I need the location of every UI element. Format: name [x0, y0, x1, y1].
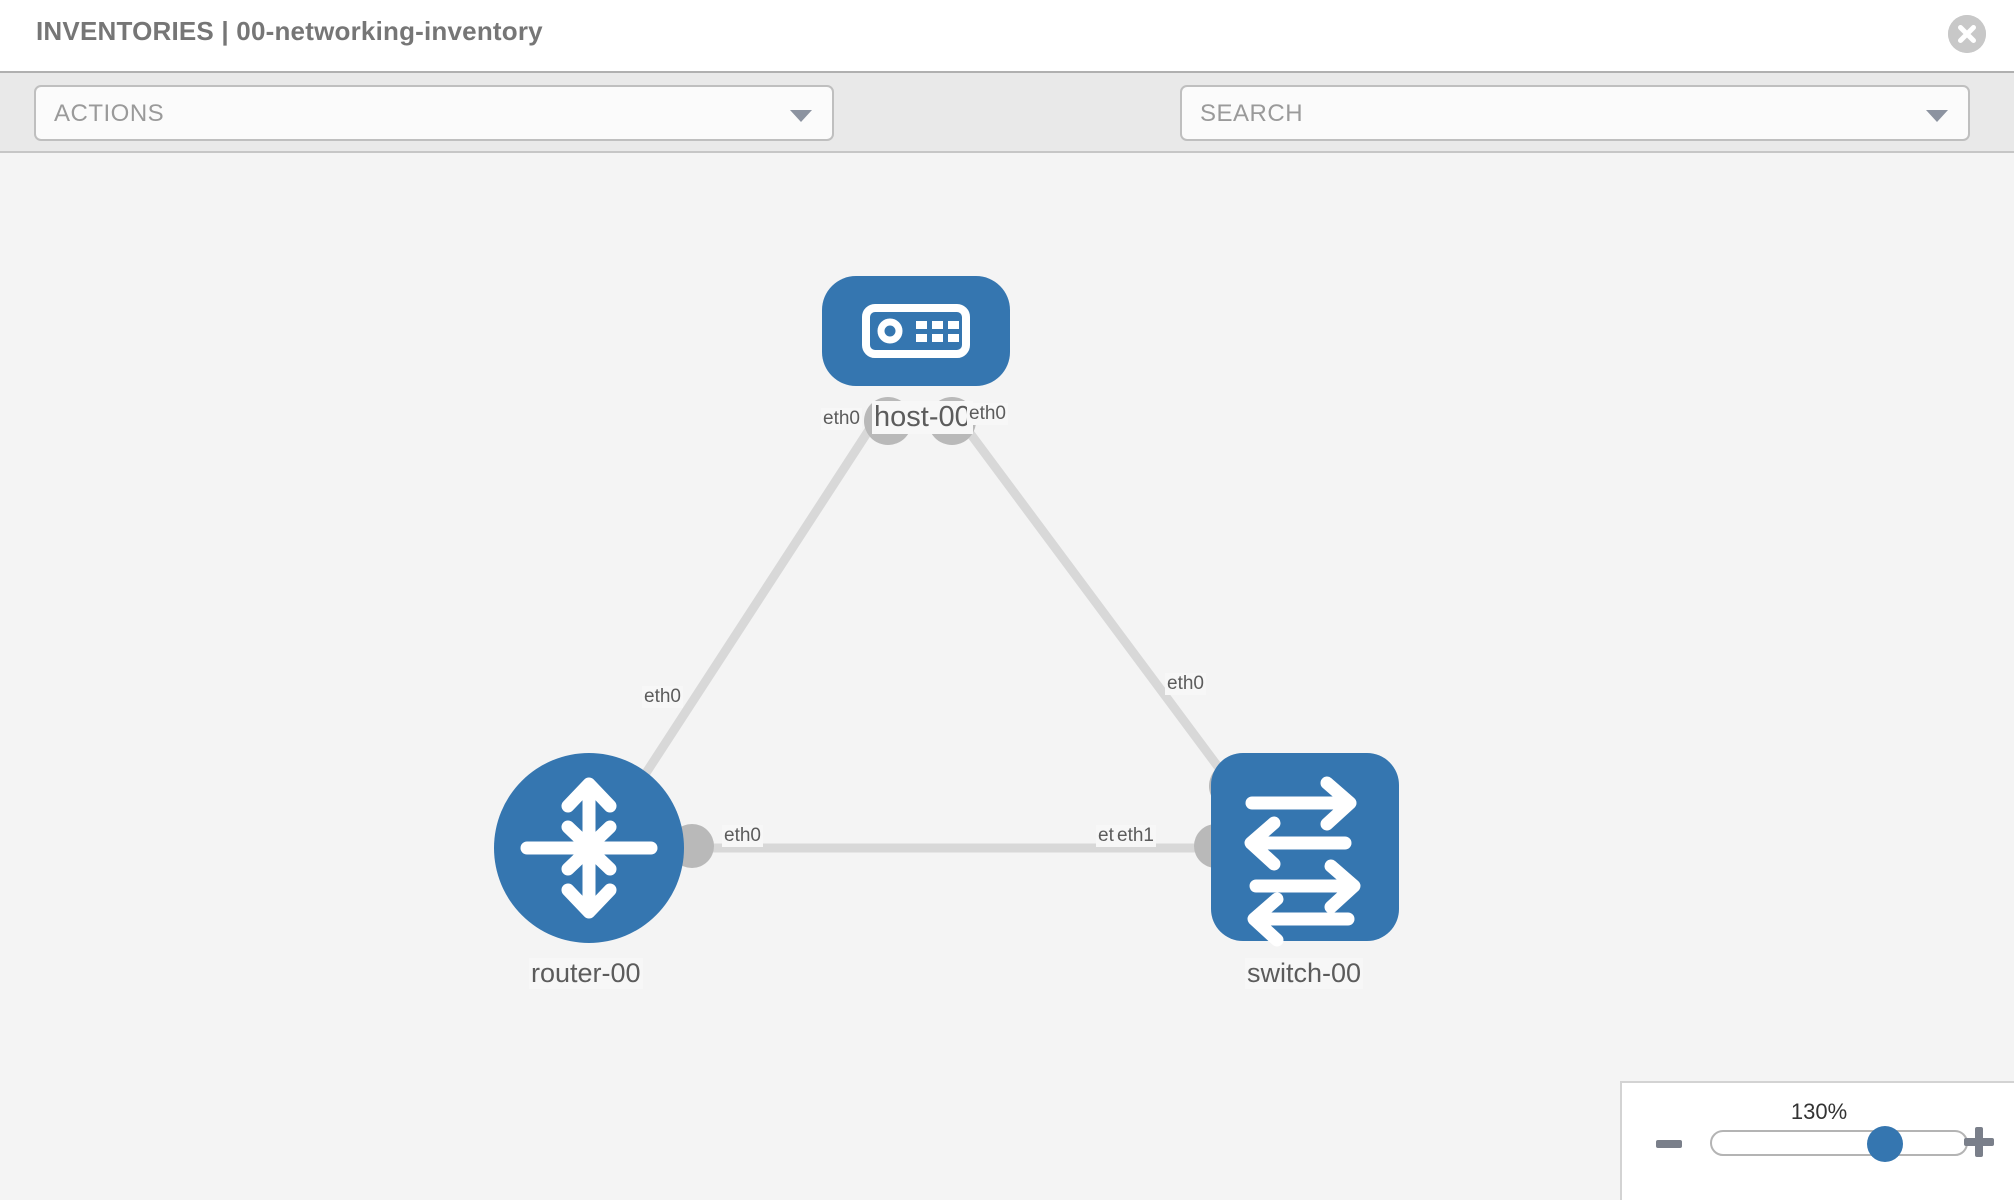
zoom-slider-thumb[interactable]	[1866, 1126, 1903, 1162]
link-label-switch-up-eth: eth0	[1165, 673, 1206, 695]
link-label-host-left-eth: eth0	[821, 408, 862, 430]
zoom-control-panel: 130%	[1620, 1081, 2014, 1200]
zoom-slider-track[interactable]	[1710, 1126, 1968, 1162]
link-label-router-up-eth: eth0	[642, 686, 683, 708]
node-label-router-00: router-00	[529, 958, 643, 989]
chevron-down-icon	[790, 110, 812, 122]
topology-graph	[494, 276, 1399, 947]
server-icon	[862, 304, 970, 358]
node-switch-00[interactable]	[1211, 753, 1399, 947]
link-host-switch[interactable]	[951, 410, 1249, 806]
link-layer	[616, 410, 1249, 853]
router-arrows-icon	[520, 777, 658, 919]
page-header: INVENTORIES | 00-networking-inventory	[0, 0, 2014, 71]
topology-canvas[interactable]: host-00 router-00 switch-00 eth0 eth0 et…	[0, 153, 2014, 1200]
node-label-host-00: host-00	[872, 401, 973, 434]
zoom-in-button[interactable]	[1964, 1127, 1994, 1157]
zoom-out-button[interactable]	[1656, 1140, 1682, 1148]
close-button[interactable]	[1948, 15, 1986, 53]
node-label-switch-00: switch-00	[1245, 958, 1364, 989]
connector-layer	[670, 397, 1257, 868]
page-title: INVENTORIES | 00-networking-inventory	[36, 16, 543, 46]
search-chevron-down-icon[interactable]	[1926, 110, 1948, 122]
link-host-router[interactable]	[616, 410, 884, 816]
link-label-host-right-eth: eth0	[967, 403, 1008, 425]
actions-dropdown[interactable]: ACTIONS	[34, 85, 834, 141]
search-input[interactable]: SEARCH	[1180, 85, 1970, 141]
switch-arrows-icon	[1244, 776, 1361, 947]
search-placeholder: SEARCH	[1200, 100, 1304, 127]
actions-dropdown-label: ACTIONS	[54, 100, 165, 127]
close-icon	[1948, 15, 1986, 53]
link-label-switch-left-eth: eth1	[1115, 825, 1156, 847]
toolbar: ACTIONS SEARCH	[0, 71, 2014, 199]
link-label-router-right-eth: eth0	[722, 825, 763, 847]
node-router-00[interactable]	[494, 753, 684, 943]
node-host-00[interactable]	[822, 276, 1010, 386]
zoom-level-label: 130%	[1790, 1099, 1848, 1124]
